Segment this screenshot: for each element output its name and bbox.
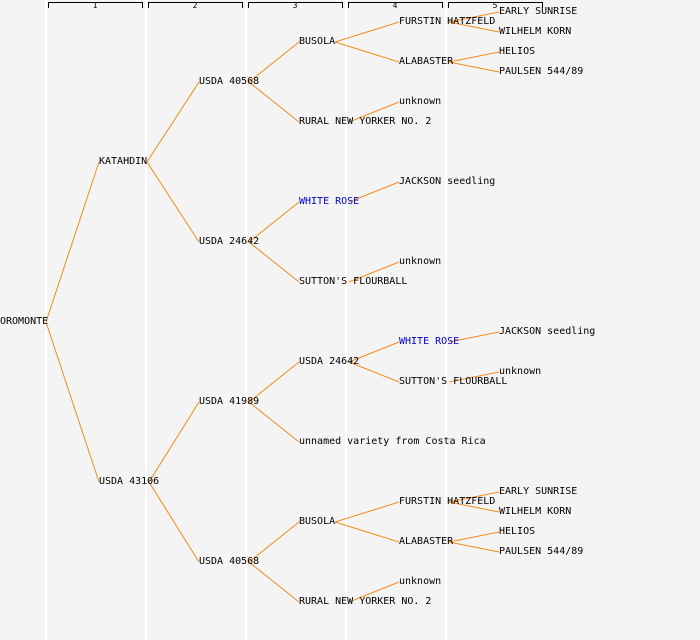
pedigree-edge bbox=[448, 51, 500, 63]
generation-number: 4 bbox=[392, 1, 398, 10]
generation-number: 5 bbox=[492, 1, 498, 10]
generation-divider bbox=[445, 0, 447, 640]
pedigree-edge bbox=[448, 331, 500, 343]
variety-node: unknown bbox=[399, 576, 442, 587]
generation-number: 1 bbox=[92, 1, 98, 10]
pedigree-edge bbox=[348, 341, 400, 363]
pedigree-edge bbox=[148, 401, 200, 483]
pedigree-edge bbox=[448, 531, 500, 543]
generation-header-bracket bbox=[148, 2, 243, 8]
variety-node: SUTTON'S FLOURBALL bbox=[399, 376, 508, 387]
generation-divider bbox=[245, 0, 247, 640]
generation-header-bracket bbox=[48, 2, 143, 8]
generation-number: 2 bbox=[192, 1, 198, 10]
variety-node: EARLY SUNRISE bbox=[499, 6, 578, 17]
variety-node: JACKSON seedling bbox=[399, 176, 496, 187]
pedigree-edge bbox=[348, 581, 400, 603]
generation-divider bbox=[45, 0, 47, 640]
generation-divider bbox=[345, 0, 347, 640]
generation-number: 3 bbox=[292, 1, 298, 10]
variety-node: unknown bbox=[499, 366, 542, 377]
pedigree-edge bbox=[248, 401, 300, 443]
pedigree-edge bbox=[45, 321, 100, 483]
pedigree-edge bbox=[448, 61, 500, 73]
variety-node: SUTTON'S FLOURBALL bbox=[299, 276, 408, 287]
pedigree-edge bbox=[334, 41, 400, 63]
variety-node: WILHELM KORN bbox=[499, 506, 572, 517]
variety-node: USDA 40568 bbox=[199, 76, 260, 87]
generation-header-bracket bbox=[248, 2, 343, 8]
variety-node: RURAL NEW YORKER NO. 2 bbox=[299, 596, 432, 607]
variety-node: JACKSON seedling bbox=[499, 326, 596, 337]
variety-node: USDA 41989 bbox=[199, 396, 260, 407]
pedigree-edge bbox=[348, 101, 400, 123]
pedigree-edge bbox=[248, 201, 300, 243]
pedigree-edge bbox=[248, 241, 300, 283]
pedigree-edge bbox=[448, 11, 500, 23]
pedigree-edge bbox=[348, 361, 400, 383]
pedigree-edge bbox=[248, 361, 300, 403]
variety-link[interactable]: WHITE ROSE bbox=[399, 336, 460, 347]
generation-header-bracket bbox=[348, 2, 443, 8]
variety-node: ALABASTER bbox=[399, 536, 454, 547]
pedigree-edge bbox=[248, 41, 300, 83]
pedigree-edge bbox=[146, 161, 200, 243]
pedigree-edge bbox=[248, 561, 300, 603]
pedigree-edge bbox=[348, 181, 400, 203]
variety-node: EARLY SUNRISE bbox=[499, 486, 578, 497]
pedigree-edge bbox=[45, 161, 100, 323]
variety-node: PAULSEN 544/89 bbox=[499, 66, 584, 77]
variety-node: USDA 40568 bbox=[199, 556, 260, 567]
variety-node: unnamed variety from Costa Rica bbox=[299, 436, 486, 447]
variety-node: USDA 24642 bbox=[199, 236, 260, 247]
pedigree-edge bbox=[448, 501, 500, 513]
variety-node: KATAHDIN bbox=[99, 156, 148, 167]
pedigree-edge bbox=[334, 21, 400, 43]
variety-node: BUSOLA bbox=[299, 36, 336, 47]
pedigree-edge bbox=[448, 541, 500, 553]
generation-divider bbox=[145, 0, 147, 640]
pedigree-edge bbox=[146, 81, 200, 163]
pedigree-edge bbox=[148, 481, 200, 563]
variety-link[interactable]: WHITE ROSE bbox=[299, 196, 360, 207]
pedigree-edge bbox=[248, 521, 300, 563]
pedigree-edge bbox=[448, 491, 500, 503]
variety-node: unknown bbox=[399, 256, 442, 267]
variety-node: FURSTIN HATZFELD bbox=[399, 16, 496, 27]
variety-node: OROMONTE bbox=[0, 316, 49, 327]
variety-node: PAULSEN 544/89 bbox=[499, 546, 584, 557]
variety-node: ALABASTER bbox=[399, 56, 454, 67]
pedigree-edge bbox=[348, 261, 400, 283]
variety-node: unknown bbox=[399, 96, 442, 107]
variety-node: HELIOS bbox=[499, 526, 536, 537]
variety-node: HELIOS bbox=[499, 46, 536, 57]
pedigree-edge bbox=[248, 81, 300, 123]
pedigree-edge bbox=[448, 371, 500, 383]
pedigree-edge bbox=[448, 21, 500, 33]
pedigree-edge bbox=[334, 501, 400, 523]
generation-header-bracket bbox=[448, 2, 543, 8]
pedigree-edge bbox=[334, 521, 400, 543]
variety-node: USDA 24642 bbox=[299, 356, 360, 367]
variety-node: WILHELM KORN bbox=[499, 26, 572, 37]
variety-node: USDA 43106 bbox=[99, 476, 160, 487]
variety-node: RURAL NEW YORKER NO. 2 bbox=[299, 116, 432, 127]
variety-node: FURSTIN HATZFELD bbox=[399, 496, 496, 507]
variety-node: BUSOLA bbox=[299, 516, 336, 527]
